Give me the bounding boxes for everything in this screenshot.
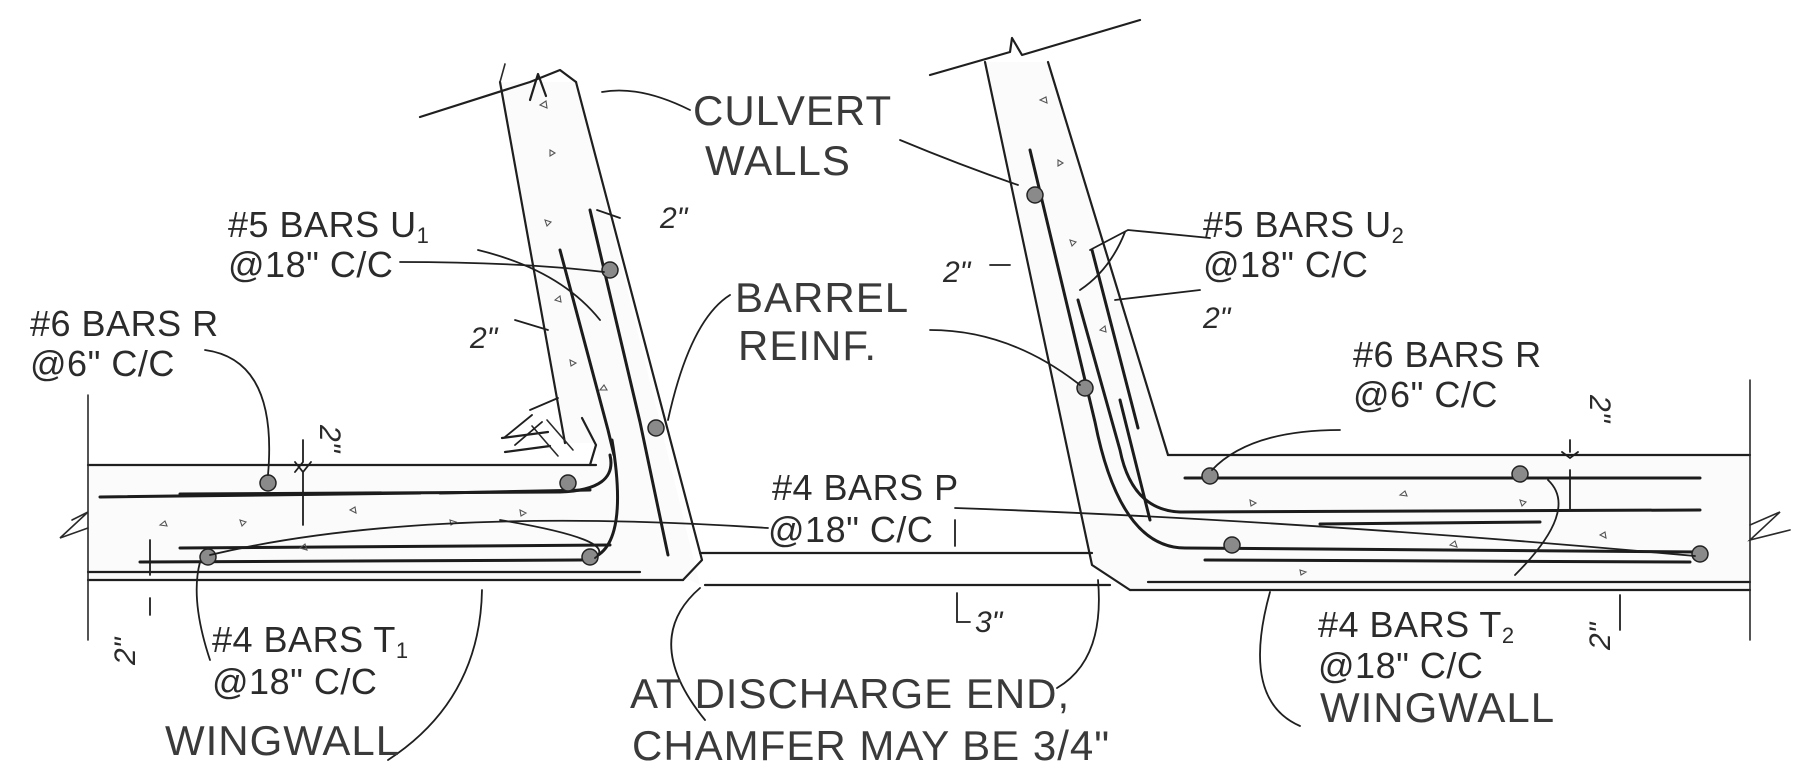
bar-r-right-2-dot bbox=[1511, 465, 1529, 483]
dim-2in-u1: 2" bbox=[659, 202, 689, 235]
reinforcing-bars bbox=[98, 148, 1702, 564]
left-wingwall-slab bbox=[59, 394, 685, 641]
bar-p-right-dot bbox=[1691, 545, 1709, 563]
right-wingwall-slab bbox=[1128, 379, 1791, 641]
bar-corner-left-2-dot bbox=[559, 474, 577, 492]
svg-text:@6" C/C: @6" C/C bbox=[30, 343, 175, 384]
concrete-fill bbox=[88, 62, 1750, 590]
dim-2in-right-wall-inner: 2" bbox=[942, 256, 972, 289]
right-culvert-wall bbox=[928, 18, 1170, 592]
bar-r-left-dot bbox=[259, 474, 277, 492]
wingwall-right-label: WINGWALL bbox=[1320, 684, 1555, 731]
svg-text:BARREL: BARREL bbox=[735, 274, 909, 321]
culvert-walls-label: CULVERT WALLS bbox=[693, 87, 892, 184]
svg-text:#5 BARS U1: #5 BARS U1 bbox=[228, 204, 429, 248]
barrel-floor-lines bbox=[698, 551, 1112, 587]
bar-r-right-dot bbox=[1201, 467, 1219, 485]
svg-text:WALLS: WALLS bbox=[705, 137, 851, 184]
dim-2in-left-top: 2" bbox=[313, 424, 346, 454]
barrel-reinf-label: BARREL REINF. bbox=[735, 274, 909, 369]
wingwall-left-label: WINGWALL bbox=[165, 717, 400, 764]
svg-text:#6 BARS R: #6 BARS R bbox=[1353, 334, 1542, 375]
r-bars-left-label: #6 BARS R @6" C/C bbox=[30, 303, 219, 384]
leader-lines bbox=[195, 89, 1696, 761]
svg-text:#4 BARS T1: #4 BARS T1 bbox=[212, 619, 409, 663]
r-bars-right-label: #6 BARS R @6" C/C bbox=[1353, 334, 1542, 415]
dimension-marks bbox=[149, 209, 1621, 631]
dim-2in-right-top: 2" bbox=[1583, 394, 1616, 424]
dimension-labels: 2" 2" 2" 2" 2" 2" 2" 2" 3" bbox=[109, 202, 1617, 666]
svg-text:#6 BARS R: #6 BARS R bbox=[30, 303, 219, 344]
svg-text:@18" C/C: @18" C/C bbox=[1203, 244, 1368, 285]
u2-bars-label: #5 BARS U2 @18" C/C bbox=[1203, 204, 1404, 285]
svg-text:REINF.: REINF. bbox=[738, 322, 877, 369]
svg-text:@18" C/C: @18" C/C bbox=[228, 244, 393, 285]
svg-text:@18" C/C: @18" C/C bbox=[768, 509, 933, 550]
bar-t1-dot bbox=[199, 548, 217, 566]
bar-u1-dot bbox=[601, 261, 619, 279]
svg-text:@18" C/C: @18" C/C bbox=[212, 661, 377, 702]
bar-u2-dot bbox=[1026, 186, 1044, 204]
svg-text:CHAMFER MAY BE 3/4": CHAMFER MAY BE 3/4" bbox=[632, 722, 1110, 769]
dim-3in-chamfer: 3" bbox=[975, 606, 1004, 639]
svg-text:AT DISCHARGE END,: AT DISCHARGE END, bbox=[630, 670, 1070, 717]
svg-text:#4 BARS T2: #4 BARS T2 bbox=[1318, 604, 1515, 648]
svg-text:#5 BARS U2: #5 BARS U2 bbox=[1203, 204, 1404, 248]
u1-bars-label: #5 BARS U1 @18" C/C bbox=[228, 204, 429, 285]
svg-text:@6" C/C: @6" C/C bbox=[1353, 374, 1498, 415]
p-bars-label: #4 BARS P @18" C/C bbox=[768, 467, 959, 550]
bar-barrel-right-dot bbox=[1076, 379, 1094, 397]
svg-text:@18" C/C: @18" C/C bbox=[1318, 645, 1483, 686]
bar-left-corner-dot bbox=[647, 419, 665, 437]
chamfer-note-label: AT DISCHARGE END, CHAMFER MAY BE 3/4" bbox=[630, 670, 1110, 769]
bar-t2-dot bbox=[1223, 536, 1241, 554]
t1-bars-label: #4 BARS T1 @18" C/C bbox=[212, 619, 409, 702]
dim-2in-left-bottom: 2" bbox=[109, 636, 142, 666]
t2-bars-label: #4 BARS T2 @18" C/C bbox=[1318, 604, 1515, 686]
dim-2in-left-wall: 2" bbox=[469, 322, 499, 355]
dim-2in-right-bottom: 2" bbox=[1584, 621, 1617, 651]
left-culvert-wall bbox=[418, 63, 704, 582]
svg-text:#4 BARS P: #4 BARS P bbox=[772, 467, 959, 508]
svg-text:CULVERT: CULVERT bbox=[693, 87, 892, 134]
dim-2in-right-wall-outer: 2" bbox=[1202, 302, 1232, 335]
bar-section-dots bbox=[199, 186, 1709, 566]
bar-left-bottom-dot bbox=[581, 548, 599, 566]
